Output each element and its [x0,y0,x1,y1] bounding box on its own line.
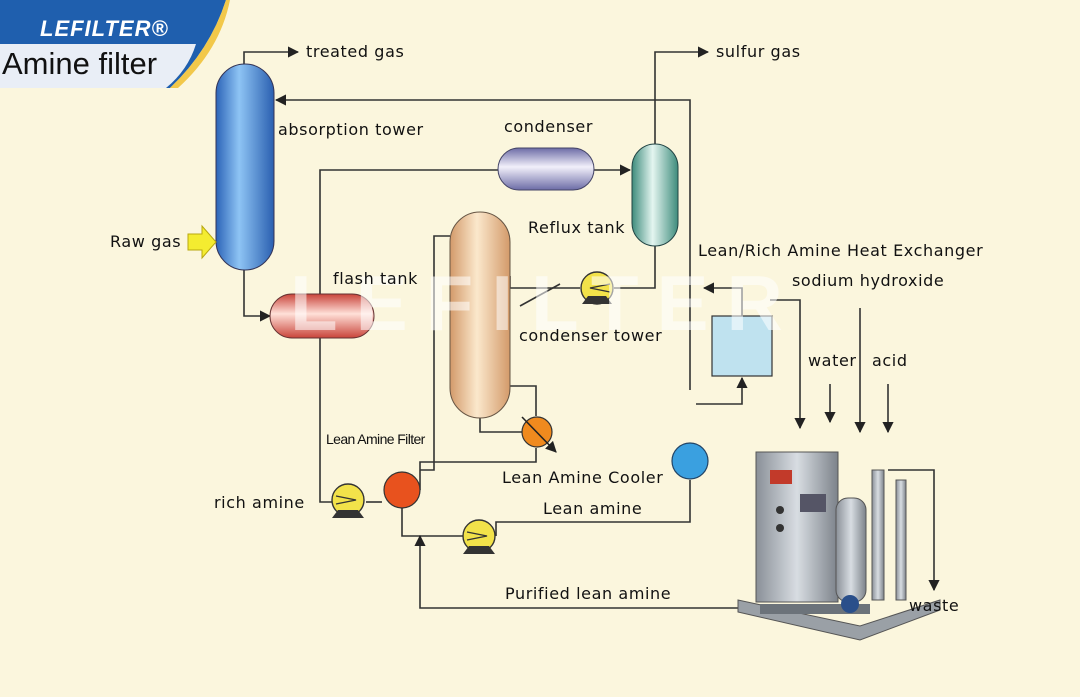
purified-lean-amine-label: Purified lean amine [505,584,672,603]
treated-gas-label: treated gas [306,42,405,61]
lean-amine-filter-label: Lean Amine Filter [326,431,425,447]
heat-exchanger-label: Lean/Rich Amine Heat Exchanger [698,241,984,260]
flash-tank [269,293,375,339]
heat-exchanger-box [711,315,773,377]
lean-amine-node [671,442,709,480]
acid-label: acid [872,351,908,370]
waste-label: waste [909,596,960,615]
pipes [243,46,940,609]
lean-amine-cooler [521,416,557,453]
sulfur-gas-label: sulfur gas [716,42,801,61]
amine-filter-skid [737,451,941,641]
water-label: water [808,351,857,370]
brand-title: Amine filter [2,46,158,81]
lean-amine-label: Lean amine [543,499,643,518]
absorption-tower-label: absorption tower [278,120,424,139]
raw-gas-label: Raw gas [110,232,182,251]
condenser-tower [449,211,511,419]
reflux-pump [580,271,614,305]
reflux-tank-label: Reflux tank [528,218,626,237]
brand-logo: LEFILTER® [40,16,169,41]
condenser-label: condenser [504,117,594,136]
watermark: LEFILTER [290,259,801,347]
brand-banner [0,0,230,88]
rich-amine-label: rich amine [214,493,305,512]
condenser [497,147,595,191]
reflux-tank [631,143,679,247]
lean-amine-pump [462,519,496,554]
lean-amine-cooler-label: Lean Amine Cooler [502,468,664,487]
lean-amine-filter-node [383,471,421,509]
absorption-tower [215,63,275,271]
sodium-hydroxide-label: sodium hydroxide [792,271,945,290]
rich-amine-pump [331,483,365,518]
raw-gas-arrow-icon [187,224,217,260]
flash-tank-label: flash tank [333,269,418,288]
condenser-tower-label: condenser tower [519,326,663,345]
